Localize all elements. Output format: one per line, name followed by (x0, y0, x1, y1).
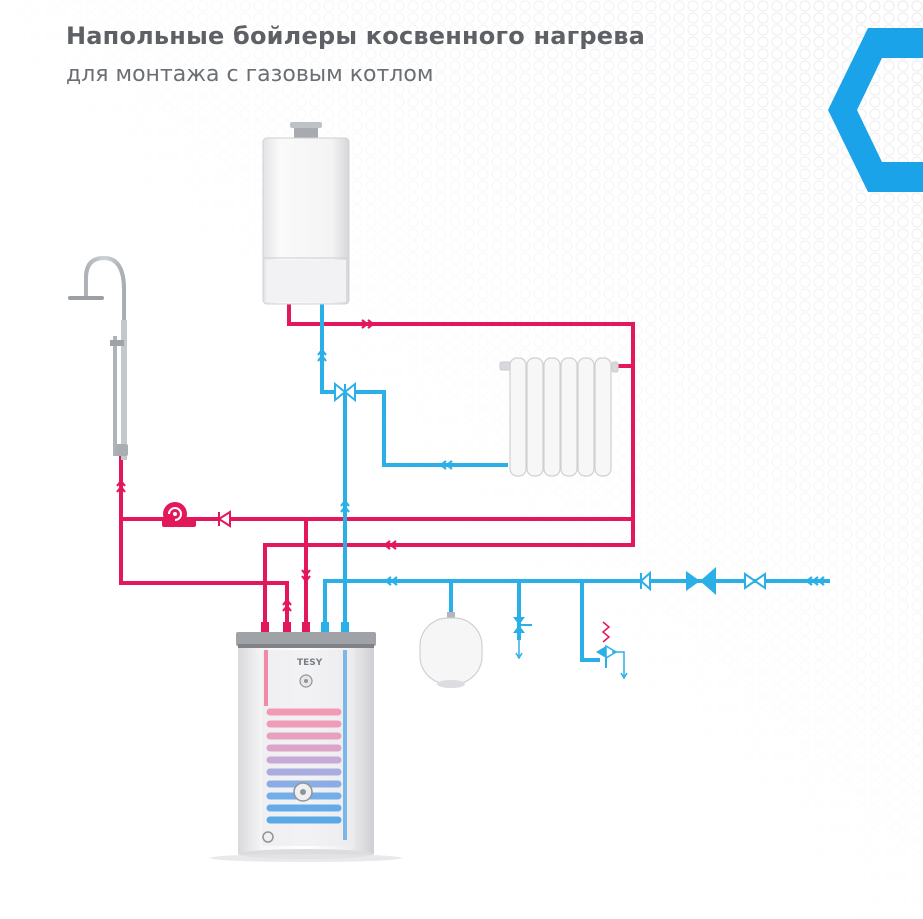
pressure-reducer-icon (686, 567, 716, 595)
expansion-tank-icon (419, 612, 483, 688)
hot-pipes (119, 303, 635, 632)
circulation-pump-icon (162, 502, 196, 527)
shutoff-valve-inlet-icon (744, 572, 766, 590)
brand-logo-icon (828, 28, 923, 192)
drain-valve-icon (513, 617, 532, 660)
page-subtitle: для монтажа с газовым котлом (66, 62, 434, 87)
check-valve-icon (217, 510, 231, 528)
tank-brand-label: TESY (297, 658, 323, 668)
gas-boiler-icon (262, 122, 350, 305)
radiator-icon (499, 357, 619, 477)
heating-coil (266, 708, 342, 824)
tank-shadow (210, 854, 402, 862)
shower-icon (68, 255, 128, 460)
indirect-water-heater-icon: TESY (236, 622, 376, 859)
check-valve-inlet-icon (639, 570, 651, 592)
safety-valve-icon (596, 621, 628, 680)
flow-arrows-hot (116, 319, 397, 612)
page-title: Напольные бойлеры косвенного нагрева (66, 22, 646, 50)
flow-arrows-cold (317, 348, 825, 586)
shutoff-valve-return-icon (334, 381, 356, 403)
